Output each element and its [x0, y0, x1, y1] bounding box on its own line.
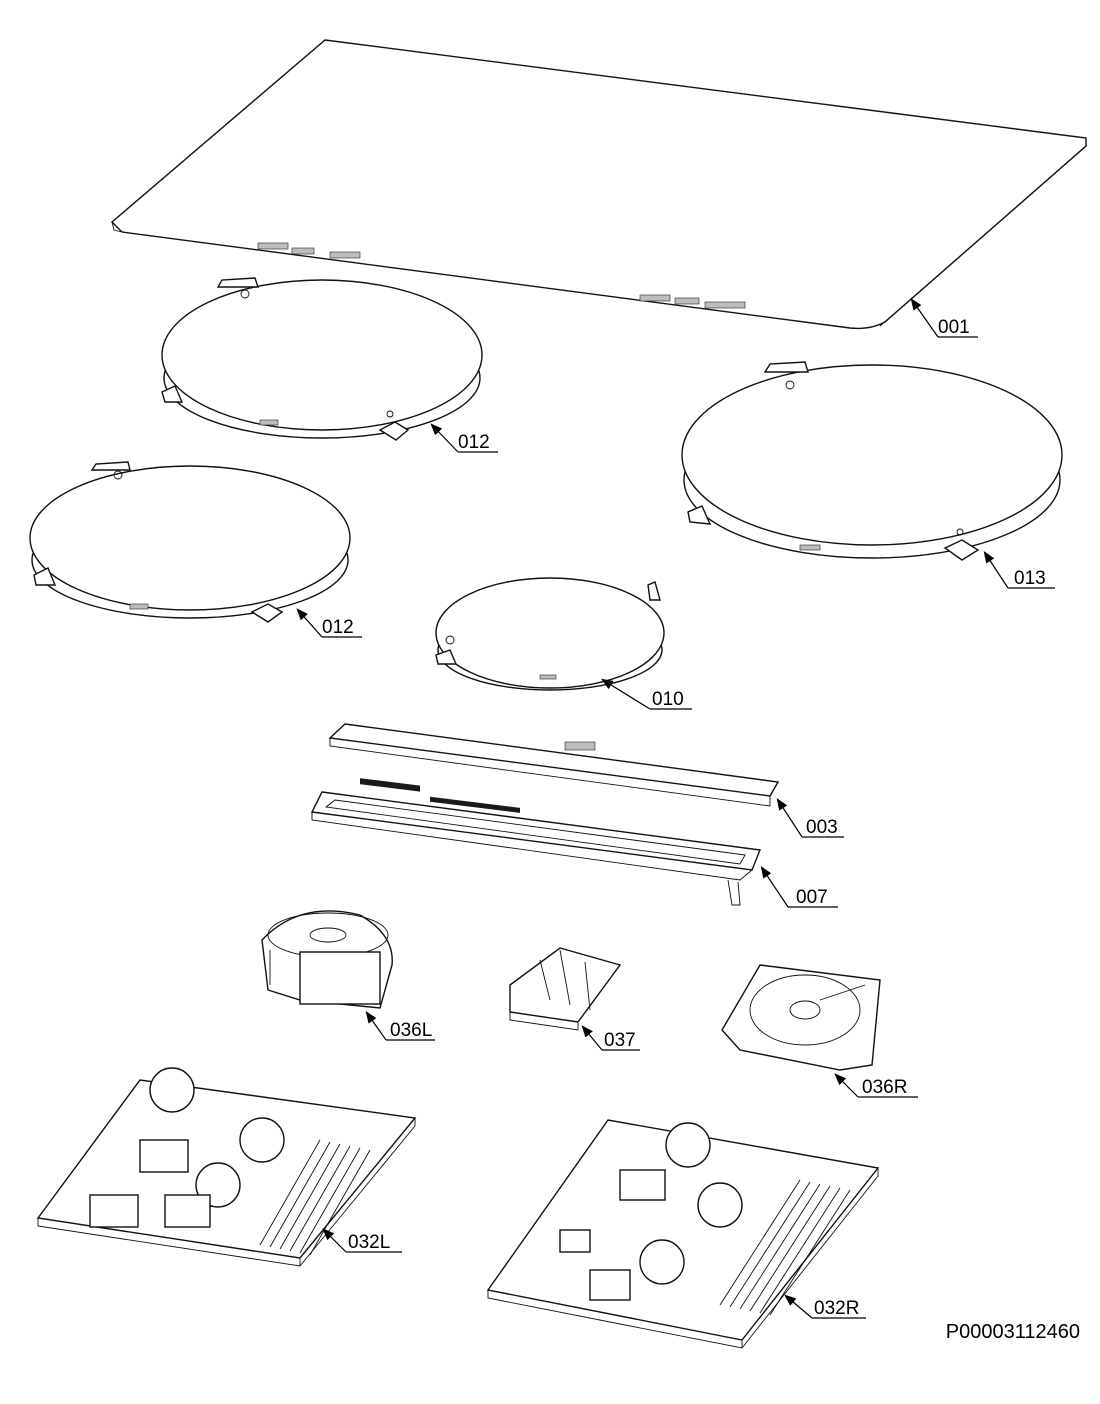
label-032L: 032L: [348, 1232, 390, 1253]
callout-037: 037: [581, 1025, 640, 1051]
callout-036R: 036R: [834, 1073, 918, 1098]
cooling-fan-036R: [721, 964, 881, 1071]
power-board-032L: [36, 1067, 417, 1267]
label-010: 010: [652, 689, 684, 710]
terminal-block-037: [509, 947, 622, 1031]
callout-012-lower: 012: [296, 608, 362, 638]
power-board-032R: [486, 1119, 880, 1349]
label-012-upper: 012: [458, 432, 490, 453]
label-036R: 036R: [862, 1077, 907, 1098]
cooling-fan-036L: [261, 910, 393, 1009]
document-id: P00003112460: [945, 1321, 1080, 1343]
label-032R: 032R: [814, 1298, 859, 1319]
control-board-frame-007: [310, 791, 761, 906]
label-003: 003: [806, 817, 838, 838]
induction-coil-012-lower: [29, 461, 351, 623]
callout-032R: 032R: [784, 1294, 866, 1319]
callout-010: 010: [600, 678, 692, 710]
callout-036L: 036L: [365, 1011, 435, 1041]
induction-coil-012-upper: [161, 277, 483, 441]
callout-001: 001: [910, 298, 978, 338]
label-007: 007: [796, 887, 828, 908]
callout-012-upper: 012: [430, 423, 498, 453]
glass-ceramic-top: [110, 39, 1087, 330]
induction-coil-010: [435, 577, 665, 691]
label-013: 013: [1014, 568, 1046, 589]
callout-007: 007: [760, 866, 838, 908]
label-012-lower: 012: [322, 617, 354, 638]
callout-003: 003: [776, 797, 844, 838]
induction-coil-013: [681, 361, 1063, 561]
label-037: 037: [604, 1030, 636, 1051]
callout-013: 013: [983, 550, 1055, 589]
callout-032L: 032L: [322, 1228, 402, 1253]
label-036L: 036L: [390, 1020, 432, 1041]
label-001: 001: [938, 317, 970, 338]
